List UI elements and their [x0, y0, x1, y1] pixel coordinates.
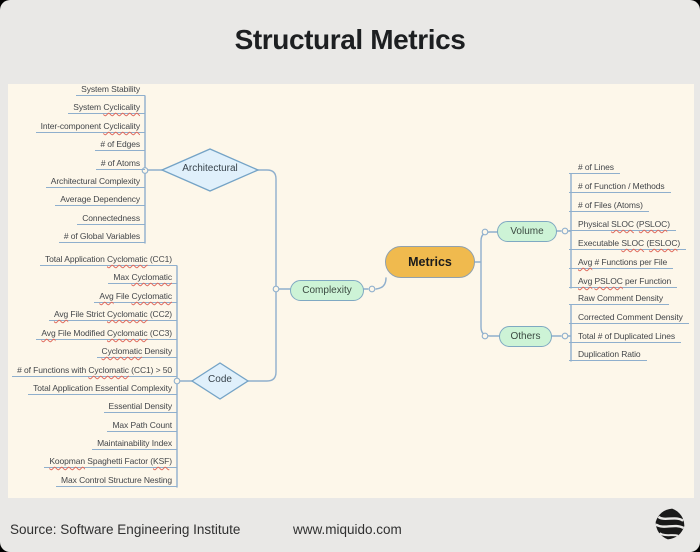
node-metrics: Metrics — [385, 246, 475, 278]
node-others: Others — [499, 326, 552, 347]
mindmap-leaf: Avg File Strict Cyclomatic (CC2) — [48, 308, 177, 321]
mindmap-leaf: Total Application Cyclomatic (CC1) — [40, 253, 177, 266]
mindmap-leaf: Total Application Essential Complexity — [28, 382, 177, 395]
mindmap-leaf: Inter-component Cyclicality — [35, 120, 145, 133]
mindmap-leaf: Avg # Functions per File — [569, 256, 674, 269]
mindmap-leaf: # of Lines — [569, 161, 620, 174]
mindmap-leaf: Total # of Duplicated Lines — [569, 330, 682, 343]
mindmap-leaf: # of Function / Methods — [569, 180, 671, 193]
mindmap-leaf: Average Dependency — [55, 193, 145, 206]
mindmap-leaf: # of Files (Atoms) — [569, 199, 649, 212]
mindmap-leaf: Avg File Modified Cyclomatic (CC3) — [36, 327, 177, 340]
mindmap-leaf: Avg PSLOC per Function — [569, 275, 678, 288]
node-volume: Volume — [497, 221, 557, 242]
mindmap-leaf: Raw Comment Density — [569, 292, 670, 305]
mindmap-leaf: # of Atoms — [95, 157, 145, 170]
mindmap-leaf: # of Global Variables — [58, 230, 145, 243]
mindmap-leaf: System Stability — [76, 83, 145, 96]
mindmap-leaf: Koopman Spaghetti Factor (KSF) — [44, 455, 177, 468]
mindmap-leaf: Essential Density — [103, 400, 177, 413]
mindmap-leaf: Cyclomatic Density — [96, 345, 177, 358]
mindmap-leaf: Max Control Structure Nesting — [56, 474, 177, 487]
mindmap-leaf: Architectural Complexity — [45, 175, 145, 188]
mindmap-leaf: Avg File Cyclomatic — [94, 290, 177, 303]
footer-website: www.miquido.com — [293, 522, 402, 537]
mindmap-leaf: Maintainability Index — [92, 437, 177, 450]
mindmap-leaf: # of Functions with Cyclomatic (CC1) > 5… — [12, 364, 177, 377]
mindmap-leaf: Executable SLOC (ESLOC) — [569, 237, 687, 250]
mindmap-leaf: Max Path Count — [107, 419, 177, 432]
mindmap-leaf: Connectedness — [77, 212, 145, 225]
node-complexity: Complexity — [290, 280, 364, 301]
mindmap-leaf: Physical SLOC (PSLOC) — [569, 218, 676, 231]
mindmap-leaf: System Cyclicality — [68, 101, 145, 114]
mindmap-leaf: Max Cyclomatic — [108, 271, 177, 284]
footer-source: Source: Software Engineering Institute — [10, 522, 241, 537]
mindmap-leaf: Corrected Comment Density — [569, 311, 689, 324]
node-code-label: Code — [208, 374, 232, 385]
node-architectural-label: Architectural — [182, 163, 238, 174]
page-title: Structural Metrics — [234, 24, 466, 55]
miquido-logo — [654, 507, 686, 546]
mindmap-leaf: # of Edges — [95, 138, 145, 151]
mindmap-leaf: Duplication Ratio — [569, 348, 647, 361]
